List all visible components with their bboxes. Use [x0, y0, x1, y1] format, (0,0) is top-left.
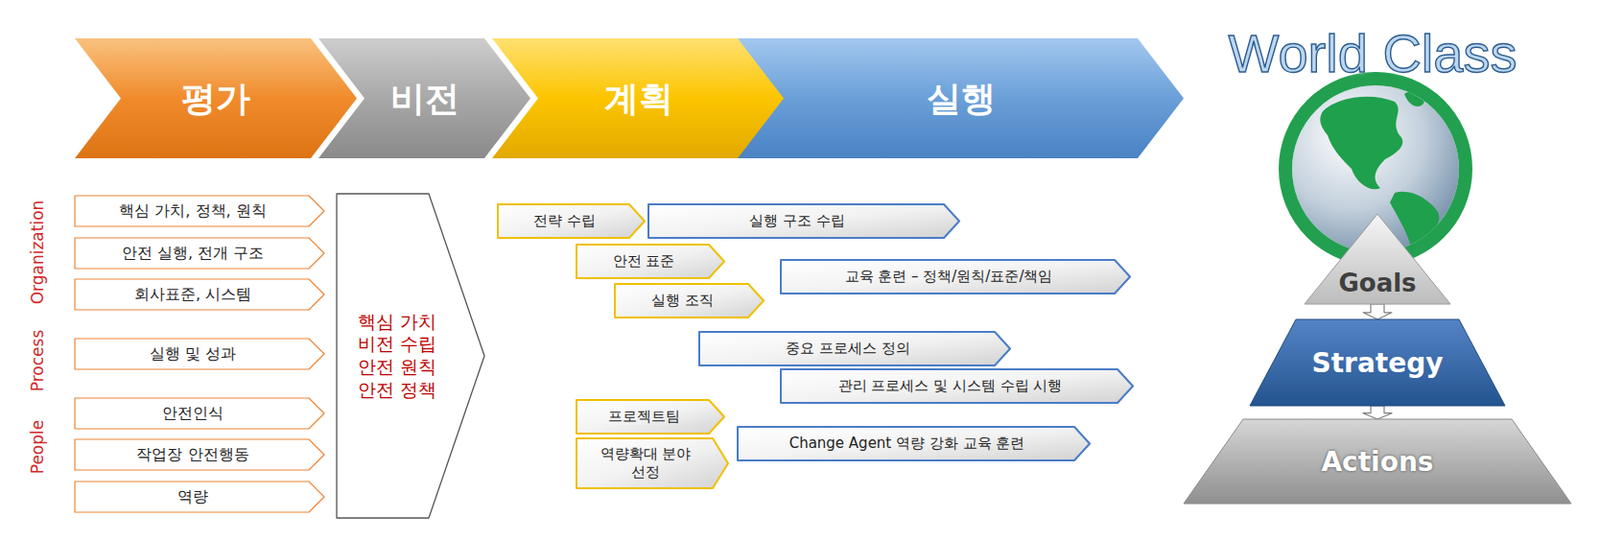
- node-outline: [492, 38, 786, 159]
- node-outline: [74, 398, 325, 429]
- node-text: Actions: [1320, 445, 1434, 479]
- plan-box: 프로젝트팀: [576, 400, 725, 434]
- assessment-box: 핵심 가치, 정책, 원칙: [74, 195, 325, 227]
- assessment-box: 역량: [74, 481, 325, 513]
- node-outline: [1304, 213, 1451, 305]
- node-text: 계획: [604, 76, 674, 120]
- continent: [1319, 96, 1403, 190]
- action-box: 실행 구조 수립: [648, 204, 960, 238]
- node-outline: [699, 331, 1011, 366]
- world-class-title: World Class: [1228, 23, 1518, 84]
- node-outline: [74, 38, 357, 159]
- action-box: 관리 프로세스 및 시스템 수립 시행: [780, 369, 1133, 403]
- node-outline: [74, 195, 325, 227]
- node-text: 핵심 가치, 정책, 원칙: [118, 201, 266, 221]
- node-text: Change Agent 역량 강화 교육 훈련: [789, 434, 1026, 453]
- node-outline: [1249, 319, 1506, 406]
- node-text: 작업장 안전행동: [136, 445, 249, 465]
- phase-chevron: 평가: [74, 38, 357, 159]
- node-text: 실행 및 성과: [149, 344, 236, 364]
- node-text: 평가: [181, 76, 251, 120]
- node-outline: [74, 439, 325, 471]
- node-text: 실행 조직: [651, 291, 714, 310]
- node-text: 안전인식: [162, 403, 224, 424]
- node-text: 실행 구조 수립: [749, 211, 846, 231]
- vision-pentagon: 핵심 가치 비전 수립 안전 원칙 안전 정책: [336, 193, 485, 518]
- assessment-box: 실행 및 성과: [74, 338, 325, 370]
- node-outline: [497, 204, 645, 238]
- node-outline: [614, 283, 764, 318]
- node-text: 안전 실행, 전개 구조: [121, 243, 264, 263]
- action-box: 중요 프로세스 정의: [699, 331, 1011, 366]
- node-outline: [780, 259, 1130, 294]
- node-outline: [74, 237, 325, 269]
- action-box: 교육 훈련 – 정책/원칙/표준/책임: [780, 259, 1130, 294]
- node-text: 프로젝트팀: [608, 407, 681, 426]
- group-label: Process: [28, 329, 48, 393]
- node-outline: [1183, 419, 1572, 504]
- goal-tier: Goals: [1304, 213, 1451, 305]
- assessment-box: 회사표준, 시스템: [74, 279, 325, 310]
- plan-box: 전략 수립: [497, 204, 645, 238]
- group-label: People: [28, 420, 48, 474]
- node-outline: [74, 481, 325, 513]
- node-text: 전략 수립: [533, 211, 596, 231]
- node-outline: [648, 204, 960, 238]
- node-text: 핵심 가치 비전 수립 안전 원칙 안전 정책: [352, 310, 444, 402]
- node-text: 관리 프로세스 및 시스템 수립 시행: [838, 376, 1063, 396]
- node-outline: [737, 426, 1090, 461]
- strategy-tier: Strategy: [1249, 319, 1506, 406]
- node-text: 실행: [926, 76, 996, 120]
- phase-chevron: 실행: [737, 38, 1184, 159]
- group-label: Organization: [28, 200, 48, 306]
- node-text: Goals: [1338, 267, 1416, 300]
- node-text: 교육 훈련 – 정책/원칙/표준/책임: [845, 267, 1054, 286]
- assessment-box: 작업장 안전행동: [74, 439, 325, 471]
- node-text: 비전: [390, 76, 460, 120]
- phase-chevron: 계획: [492, 38, 786, 159]
- plan-box: 실행 조직: [614, 283, 764, 318]
- node-outline: [576, 400, 725, 434]
- node-outline: [780, 369, 1133, 403]
- node-outline: [74, 338, 325, 370]
- node-outline: [576, 438, 729, 489]
- node-text: 역량확대 분야 선정: [584, 445, 707, 482]
- node-text: 중요 프로세스 정의: [785, 339, 911, 358]
- node-outline: [318, 38, 531, 159]
- flow-arrow: [1363, 405, 1392, 420]
- node-outline: [737, 38, 1184, 159]
- node-text: 역량: [177, 487, 209, 507]
- plan-box: 안전 표준: [576, 244, 725, 279]
- node-text: 회사표준, 시스템: [134, 284, 252, 305]
- node-text: 안전 표준: [612, 252, 676, 271]
- plan-box: 역량확대 분야 선정: [576, 438, 729, 489]
- node-outline: [74, 279, 325, 310]
- phase-chevron: 비전: [318, 38, 531, 159]
- flow-arrow: [1363, 304, 1392, 320]
- node-text: Strategy: [1312, 346, 1444, 380]
- action-box: Change Agent 역량 강화 교육 훈련: [737, 426, 1090, 461]
- node-outline: [336, 193, 485, 518]
- action-tier: Actions: [1183, 419, 1572, 504]
- assessment-box: 안전 실행, 전개 구조: [74, 237, 325, 269]
- assessment-box: 안전인식: [74, 398, 325, 429]
- node-outline: [576, 244, 725, 279]
